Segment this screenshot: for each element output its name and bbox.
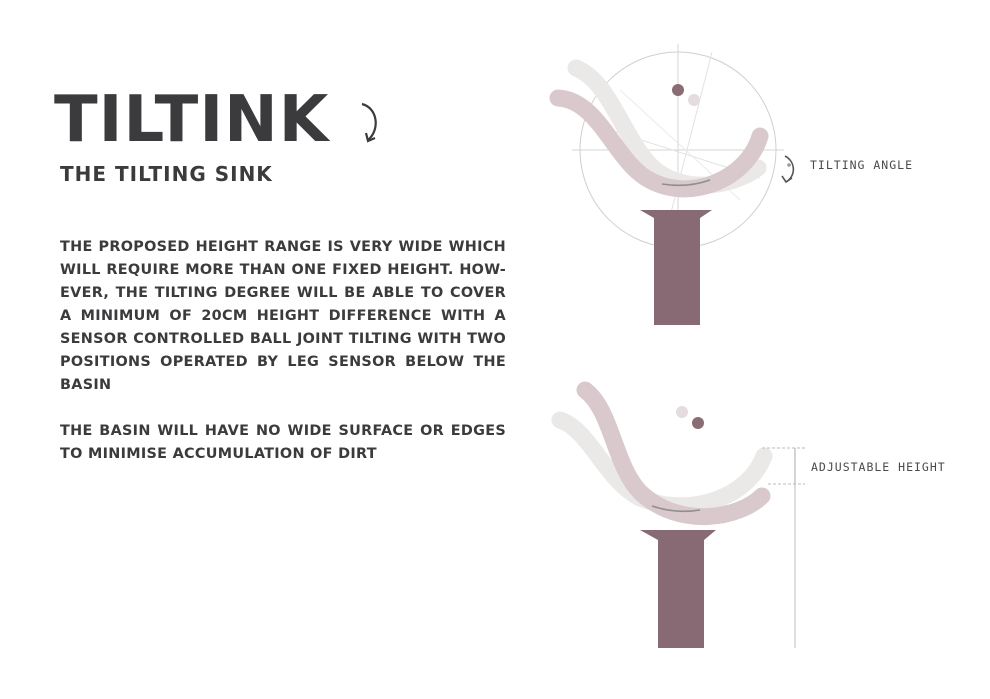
page-title: TILTINK [54, 83, 330, 157]
adjustable-height-label: ADJUSTABLE HEIGHT [811, 460, 946, 474]
basin-drain-lower [651, 505, 701, 513]
tilt-arrow-head [781, 175, 793, 184]
sensor-dot-dark-lower [692, 417, 704, 429]
lowered-basin-ghost [551, 411, 773, 515]
description-paragraph-height: THE PROPOSED HEIGHT RANGE IS VERY WIDE W… [60, 239, 506, 393]
basin-main [549, 89, 769, 198]
tilt-arrow-dot [787, 163, 791, 167]
tilt-arrow-icon [784, 155, 795, 183]
page-subtitle: THE TILTING SINK [60, 162, 273, 186]
sensor-dot-light-lower [676, 406, 688, 418]
sink-stand-top [640, 210, 712, 325]
tilting-diagram [549, 44, 795, 325]
basin-main-lower [576, 381, 771, 526]
tilt-guide-diagonal-2 [663, 51, 713, 241]
description-paragraph-basin: THE BASIN WILL HAVE NO WIDE SURFACE OR E… [60, 423, 506, 462]
basin-drain [661, 179, 711, 187]
rotate-arrow-icon [361, 102, 377, 143]
height-diagram [551, 381, 805, 648]
sensor-dot-light [688, 94, 700, 106]
tilting-angle-label: TILTING ANGLE [810, 158, 914, 172]
sensor-dot-dark [672, 84, 684, 96]
sink-stand-bottom [640, 530, 716, 648]
